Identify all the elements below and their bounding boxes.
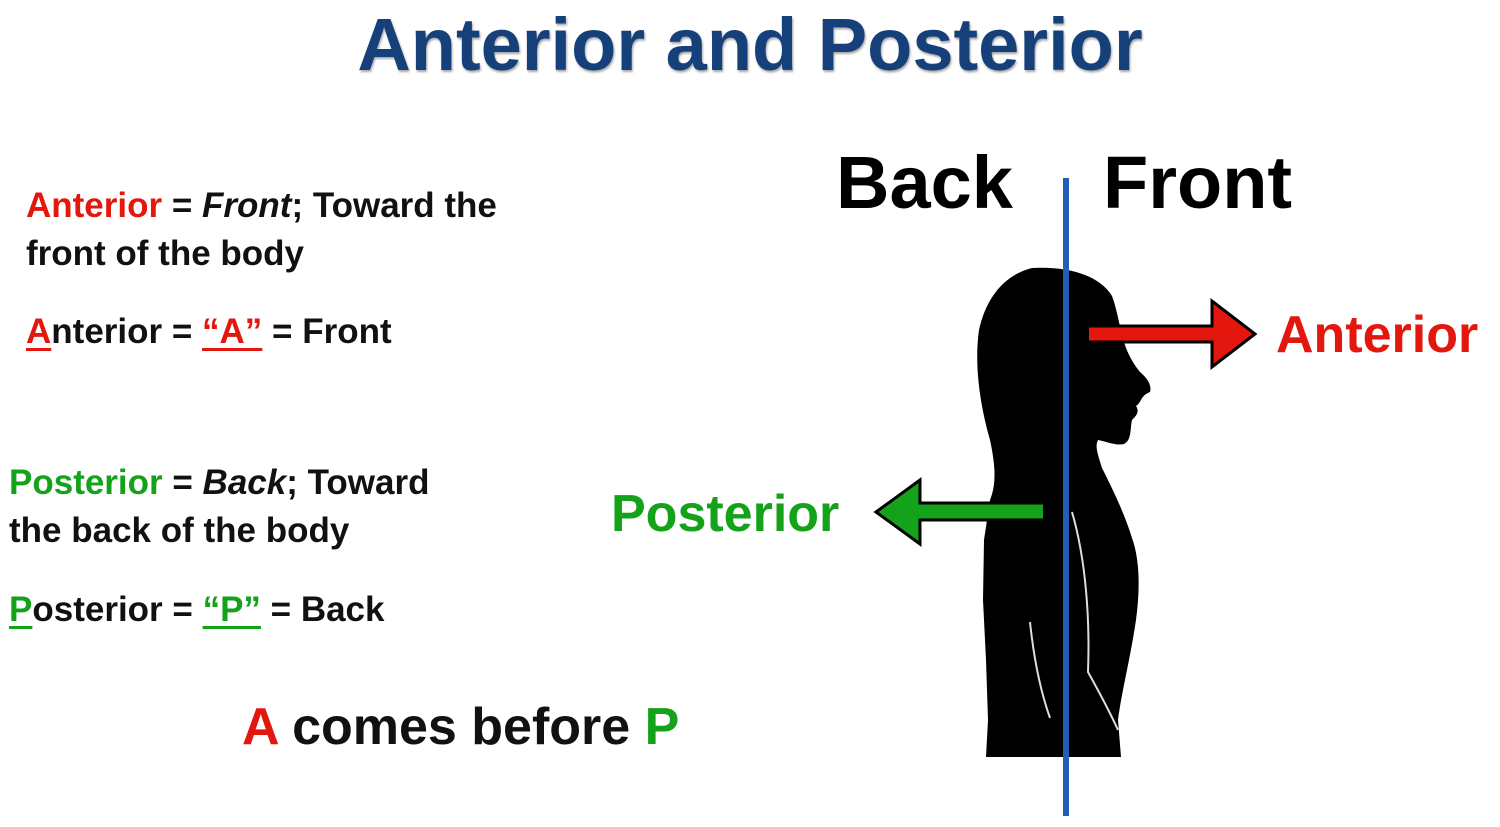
anterior-definition-rest: ; Toward the <box>291 186 497 225</box>
anterior-definition-line2: front of the body <box>26 234 305 273</box>
anterior-equals: = <box>162 186 203 225</box>
mnemonic-middle-text: comes before <box>277 698 645 756</box>
posterior-definition-line2: the back of the body <box>9 511 350 550</box>
anterior-mnemonic-equals2: = <box>262 312 303 351</box>
anterior-mnemonic-equals1: = <box>162 312 203 351</box>
anterior-meaning: Front <box>202 186 292 225</box>
arm-outline <box>1071 511 1119 731</box>
mnemonic-letter-a: A <box>242 698 278 756</box>
posterior-equals: = <box>162 463 203 502</box>
posterior-mnemonic-equals1: = <box>162 590 203 629</box>
posterior-mnemonic: Posterior = “P” = Back <box>9 586 384 634</box>
page-title: Anterior and Posterior <box>357 3 1143 86</box>
posterior-mnemonic-equals2: = <box>260 590 301 629</box>
anterior-arrow-label: Anterior <box>1276 306 1479 364</box>
posterior-rest-of-term: osterior <box>32 590 163 629</box>
posterior-mnemonic-meaning: Back <box>300 590 385 629</box>
anterior-definition: Anterior = Front; Toward the front of th… <box>26 182 497 278</box>
anterior-mnemonic: Anterior = “A” = Front <box>26 308 392 356</box>
back-outline <box>1029 621 1051 719</box>
posterior-letter-quote: “P” <box>202 590 261 629</box>
posterior-meaning: Back <box>202 463 287 502</box>
anterior-first-letter: A <box>26 312 52 351</box>
back-label: Back <box>836 141 1013 224</box>
front-label: Front <box>1103 141 1293 224</box>
posterior-term: Posterior <box>9 463 163 502</box>
anterior-term: Anterior <box>26 186 163 225</box>
posterior-arrow-label: Posterior <box>611 485 840 543</box>
posterior-first-letter: P <box>9 590 33 629</box>
posterior-definition: Posterior = Back; Toward the back of the… <box>9 459 429 555</box>
mnemonic-letter-p: P <box>644 698 680 756</box>
anterior-mnemonic-meaning: Front <box>302 312 392 351</box>
anterior-definition-line1: Anterior = Front; Toward the <box>26 182 497 230</box>
posterior-definition-rest: ; Toward <box>286 463 430 502</box>
anterior-letter-quote: “A” <box>202 312 263 351</box>
anterior-rest-of-term: nterior <box>51 312 163 351</box>
a-before-p-mnemonic: A comes before P <box>242 697 679 757</box>
posterior-definition-line1: Posterior = Back; Toward <box>9 459 429 507</box>
